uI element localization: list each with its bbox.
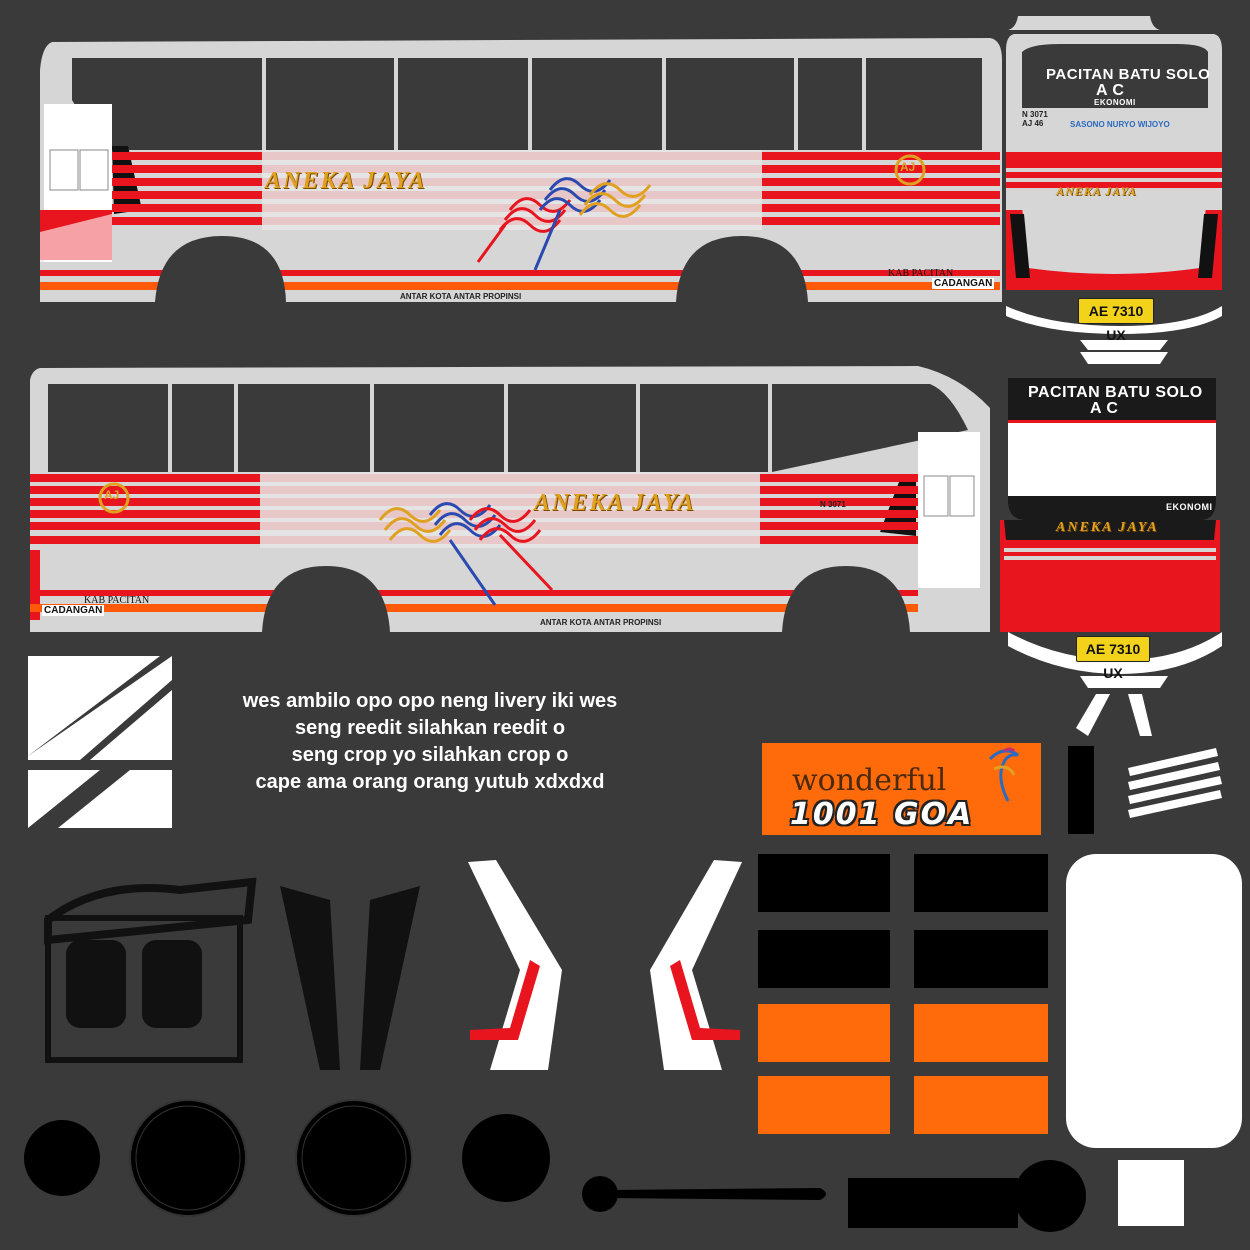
ac-label-front-2: A C (1090, 400, 1119, 417)
ac-label-front-1: A C (1096, 82, 1125, 99)
logo-mark-side-1: AJ (900, 160, 916, 174)
banner-line-2: 1001 GOA (790, 797, 974, 832)
bus-front-view-2 (1000, 352, 1222, 736)
wonderful-goa-banner: wonderful 1001 GOA (762, 743, 1041, 835)
black-circle-part (1014, 1160, 1086, 1232)
bus-code-front-1: N 3071 (1022, 110, 1048, 119)
mirror-arm-part (582, 1176, 826, 1212)
class-label-front-2: EKONOMI (1166, 502, 1213, 512)
white-bars-part (1128, 748, 1222, 818)
wave-flag-graphic (476, 177, 652, 271)
dancer-swirl-icon (988, 747, 1019, 802)
wheel-rims (24, 1099, 550, 1217)
cab-parts (44, 877, 420, 1070)
line-label-side-2: ANTAR KOTA ANTAR PROPINSI (540, 618, 662, 627)
route-sign-front-1: PACITAN BATU SOLO (1046, 66, 1211, 83)
class-label-front-1: EKONOMI (1094, 98, 1136, 107)
region-label-side-2: KAB PACITAN (84, 595, 150, 606)
color-panels (758, 854, 1048, 1134)
creator-message: wes ambilo opo opo neng livery iki wes s… (180, 688, 680, 796)
white-square-part (1118, 1160, 1184, 1226)
wave-flag-graphic-2 (378, 502, 554, 606)
bus-sub-code-front-1: AJ 46 (1022, 119, 1044, 128)
route-sign-front-2: PACITAN BATU SOLO (1028, 384, 1203, 401)
brand-name-front-2: ANEKA JAYA (1056, 520, 1159, 535)
region-label-side-1: KAB PACITAN (888, 268, 954, 279)
message-line: cape ama orang orang yutub xdxdxd (255, 771, 605, 793)
license-plate-1: AE 7310 UX (1078, 298, 1154, 343)
message-line: seng crop yo silahkan crop o (291, 744, 569, 766)
creator-logo (28, 656, 172, 828)
line-label-side-1: ANTAR KOTA ANTAR PROPINSI (400, 292, 522, 301)
bus-front-view-1 (1006, 16, 1222, 350)
message-line: seng reedit silahkan reedit o (294, 717, 566, 739)
bus-side-left-view (40, 38, 1002, 302)
front-frame-parts (468, 860, 742, 1070)
brand-name-side-1: ANEKA JAYA (265, 168, 427, 194)
crew-names-front-1: SASONO NURYO WIJOYO (1070, 120, 1170, 129)
status-label-side-1: CADANGAN (932, 278, 995, 289)
black-strip-part (1068, 746, 1094, 834)
white-panel-part (1066, 854, 1242, 1148)
logo-mark-side-2: AJ (104, 488, 120, 502)
brand-name-front-1: ANEKA JAYA (1056, 184, 1137, 198)
bus-side-right-view (30, 366, 990, 632)
message-line: wes ambilo opo opo neng livery iki wes (242, 690, 618, 712)
bus-code-side-2: N 3071 (820, 500, 846, 509)
license-plate-2: AE 7310 UX (1076, 636, 1150, 681)
status-label-side-2: CADANGAN (42, 605, 105, 616)
brand-name-side-2: ANEKA JAYA (534, 490, 696, 516)
black-bar-part (848, 1178, 1018, 1228)
banner-line-1: wonderful (792, 763, 947, 798)
